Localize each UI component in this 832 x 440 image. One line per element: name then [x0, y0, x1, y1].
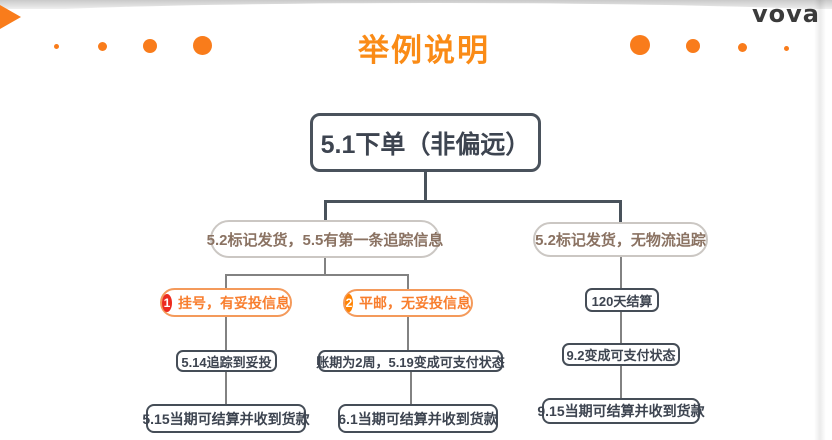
- connector: [407, 274, 409, 290]
- flow-node-right-settle: 120天结算: [585, 288, 659, 312]
- connector: [225, 372, 227, 404]
- flow-node-right-step1: 9.2变成可支付状态: [562, 343, 680, 366]
- badge-2: 2: [345, 294, 353, 312]
- slide-title: 举例说明: [358, 33, 490, 68]
- connector: [225, 317, 227, 350]
- connector: [324, 200, 622, 203]
- connector: [620, 311, 622, 343]
- flow-node-case2-step1: 账期为2周，5.19变成可支付状态: [316, 350, 505, 372]
- badge-1: 1: [162, 293, 172, 312]
- flow-node-case1-step2: 5.15当期可结算并收到货款: [142, 404, 310, 433]
- dot-icon: [784, 46, 789, 51]
- right-edge-shadow: [814, 0, 826, 440]
- dot-icon: [54, 44, 59, 49]
- connector: [620, 366, 622, 398]
- connector: [324, 200, 327, 222]
- dot-icon: [686, 39, 700, 53]
- flow-node-case2-step2: 6.1当期可结算并收到货款: [338, 404, 498, 433]
- flow-node-case2-label: 平邮，无妥投信息: [359, 295, 471, 311]
- flow-node-case2: 2 平邮，无妥投信息: [343, 289, 473, 317]
- flow-node-case1-label: 挂号，有妥投信息: [178, 294, 290, 311]
- flow-node-branch-left: 5.2标记发货，5.5有第一条追踪信息: [207, 220, 443, 258]
- flow-node-root: 5.1下单（非偏远）: [310, 113, 541, 172]
- flow-node-branch-right: 5.2标记发货，无物流追踪: [533, 222, 708, 257]
- connector: [225, 274, 227, 289]
- flow-node-case1-step1: 5.14追踪到妥投: [176, 350, 277, 372]
- flow-node-case1: 1 挂号，有妥投信息: [160, 288, 292, 317]
- connector: [620, 257, 622, 288]
- connector: [225, 274, 409, 276]
- connector: [424, 172, 427, 202]
- dot-icon: [98, 42, 107, 51]
- connector: [324, 258, 326, 276]
- dot-icon: [738, 43, 747, 52]
- dot-icon: [143, 39, 157, 53]
- flow-node-right-step2: 9.15当期可结算并收到货款: [537, 398, 705, 424]
- dot-icon: [193, 36, 212, 55]
- vova-logo: vova: [752, 0, 820, 28]
- connector: [410, 372, 412, 404]
- top-curve-decor: [0, 3, 832, 37]
- connector: [619, 200, 622, 224]
- dot-icon: [630, 35, 650, 55]
- connector: [407, 317, 409, 350]
- triangle-right-icon: [0, 5, 21, 29]
